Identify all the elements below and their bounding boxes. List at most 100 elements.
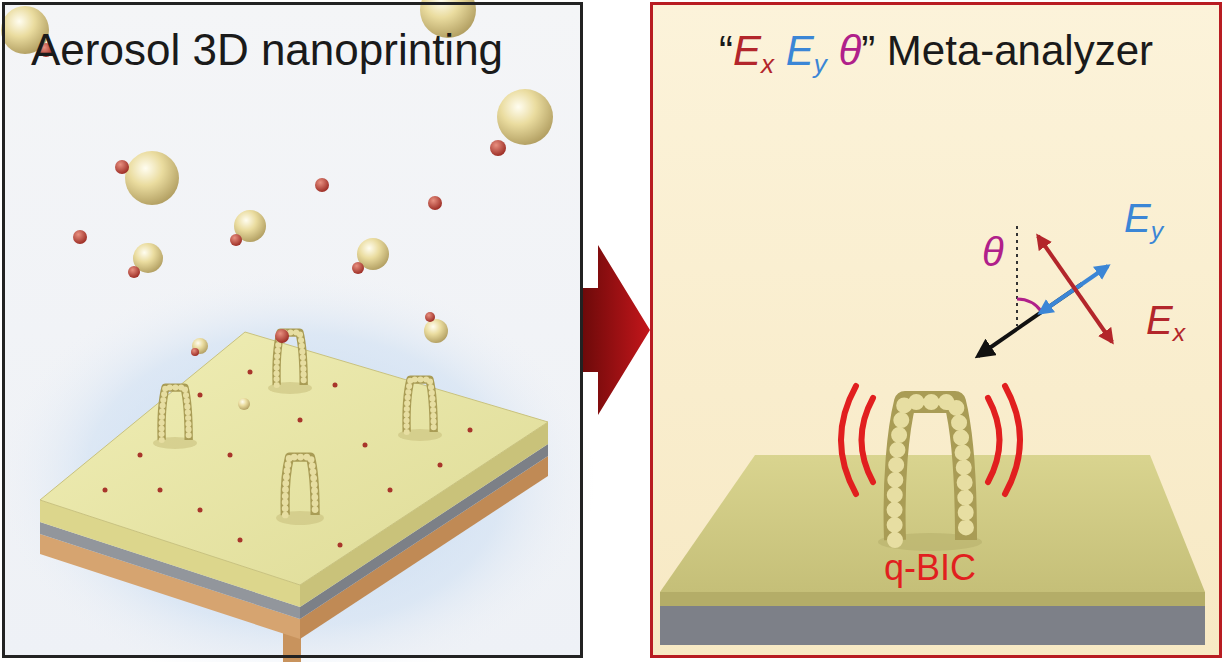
normal-line	[1016, 226, 1018, 326]
plain-text: r	[1139, 27, 1153, 74]
particle	[352, 262, 364, 274]
plain-text: -	[904, 547, 916, 588]
dot	[248, 370, 253, 375]
field-symbol: Ey	[1124, 196, 1163, 240]
blue-haze	[0, 270, 595, 662]
particle	[424, 319, 448, 343]
film-top	[660, 455, 1205, 592]
particle	[497, 89, 553, 145]
subscript: x	[761, 49, 774, 79]
mode-label-holder: q-BIC	[884, 548, 976, 588]
plain-text	[774, 27, 786, 74]
dot	[103, 488, 108, 493]
particle	[125, 151, 179, 205]
plain-text: I	[940, 547, 950, 588]
particle	[128, 266, 140, 278]
substrate	[40, 332, 548, 662]
panel-title: Aerosol 3D nanoprinting	[31, 25, 503, 76]
emission-arcs	[841, 386, 1020, 494]
particle	[275, 329, 289, 343]
dot	[138, 453, 143, 458]
angle-symbol: θ	[838, 27, 861, 74]
plain-text: l	[1064, 27, 1073, 74]
film-top	[40, 332, 548, 585]
angle-arc	[1017, 299, 1042, 312]
particle	[115, 160, 129, 174]
dot	[198, 508, 203, 513]
arc	[862, 398, 874, 482]
arc	[841, 386, 856, 494]
plain-text: -	[980, 27, 994, 74]
deposited-dots	[103, 370, 473, 548]
plain-text	[827, 27, 839, 74]
dot	[298, 418, 303, 423]
particle	[315, 178, 329, 192]
particle	[238, 398, 250, 410]
plain-text: C	[950, 547, 976, 588]
field-symbol: Ex	[1146, 298, 1185, 342]
nano-arch	[285, 457, 315, 515]
dot	[228, 453, 233, 458]
subscript: y	[814, 49, 827, 79]
plain-text: ”	[861, 27, 875, 74]
plain-text: q	[884, 547, 904, 588]
subscript: y	[1151, 217, 1163, 244]
dot	[238, 538, 243, 543]
aerosol-particles	[1, 0, 553, 410]
angle-label: θ	[982, 230, 1004, 274]
panel-ground	[650, 2, 1222, 658]
dot	[198, 393, 203, 398]
angle-label-holder: θ	[982, 230, 1004, 274]
plain-text: z	[1095, 27, 1116, 74]
particle	[428, 196, 442, 210]
arc	[988, 398, 1000, 482]
dot	[468, 428, 473, 433]
particle	[230, 234, 242, 246]
field-label: Ey	[1124, 196, 1163, 240]
ex-arrow	[1038, 236, 1112, 342]
nano-arch	[407, 380, 434, 432]
angle-symbol: θ	[982, 230, 1004, 274]
field-symbol: Ex	[733, 27, 774, 74]
slab	[660, 455, 1205, 645]
plain-text: a	[957, 27, 980, 74]
print-panel: Aerosol 3D nanoprinting	[2, 2, 583, 658]
particle	[425, 312, 435, 322]
dot	[158, 488, 163, 493]
field-label: Ex	[1146, 298, 1185, 342]
plain-text: t	[945, 27, 957, 74]
plain-text: n	[1018, 27, 1041, 74]
arc	[1005, 386, 1020, 494]
plain-text: e	[922, 27, 945, 74]
grey-layer	[660, 600, 1205, 645]
particle	[191, 348, 199, 356]
field-label-holder: Ey	[1124, 196, 1163, 240]
dot	[388, 488, 393, 493]
nano-arch	[895, 402, 966, 540]
panel-title: “Ex Ey θ” Meta-analyzer	[719, 27, 1153, 75]
printed-arches	[153, 333, 442, 525]
plain-text: a	[1041, 27, 1064, 74]
nano-arch	[162, 388, 189, 440]
mode-label: q-BIC	[884, 548, 976, 588]
plain-text	[875, 27, 887, 74]
dot	[338, 543, 343, 548]
particle	[73, 230, 87, 244]
field-symbol: Ey	[786, 27, 827, 74]
dot	[438, 463, 443, 468]
plain-text: M	[887, 27, 922, 74]
flow-arrow	[583, 245, 650, 415]
film-edge	[660, 592, 1205, 606]
subscript: x	[1173, 319, 1185, 346]
field-label-holder: Ex	[1146, 298, 1185, 342]
plain-text: “	[719, 27, 733, 74]
plain-text: B	[916, 547, 940, 588]
particle	[490, 140, 506, 156]
dot	[363, 443, 368, 448]
plain-text: e	[1116, 27, 1139, 74]
plain-text: a	[994, 27, 1017, 74]
dot	[333, 383, 338, 388]
